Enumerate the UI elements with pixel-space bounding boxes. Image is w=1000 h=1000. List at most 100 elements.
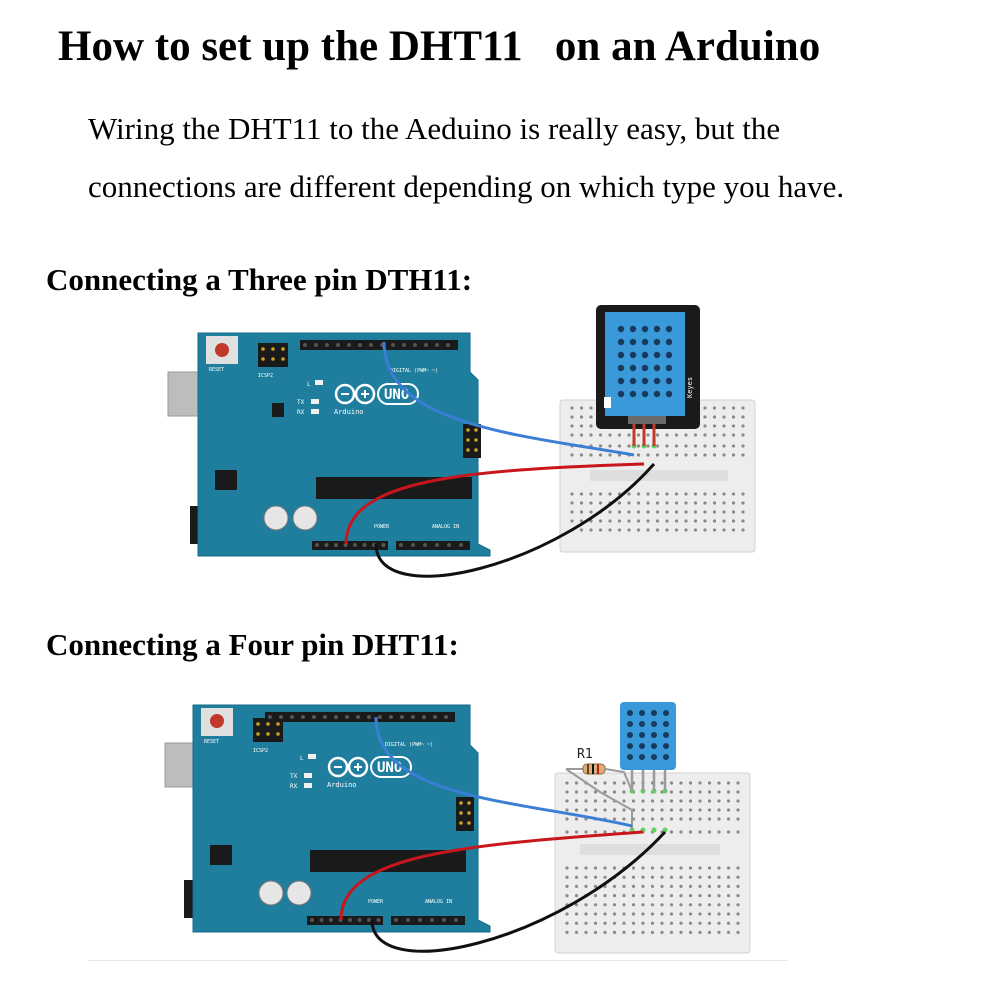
hole	[736, 866, 740, 870]
breadboard	[554, 772, 751, 954]
three-pin-heading: Connecting a Three pin DTH11:	[46, 262, 473, 297]
hole	[684, 510, 688, 514]
hole	[712, 528, 717, 532]
hole	[593, 930, 598, 935]
hole	[731, 415, 736, 419]
bottom-divider	[88, 960, 788, 961]
hole	[679, 903, 683, 907]
hole	[636, 510, 641, 514]
hole	[712, 415, 717, 419]
hole	[717, 930, 721, 935]
hole	[584, 903, 588, 907]
hole	[707, 884, 712, 889]
hole	[598, 501, 603, 505]
hole	[467, 801, 471, 805]
hole	[688, 912, 693, 916]
hole	[629, 390, 637, 398]
hole	[722, 453, 726, 457]
hole	[579, 453, 584, 457]
hole	[603, 808, 607, 812]
capacitor	[292, 505, 318, 531]
hole	[653, 377, 661, 385]
hole	[391, 343, 395, 347]
hole	[665, 453, 669, 457]
hole	[627, 732, 633, 738]
hole	[736, 884, 740, 889]
analog-label: ANALOG IN	[432, 524, 459, 530]
hole	[722, 528, 726, 532]
hole	[665, 444, 669, 448]
hole	[679, 894, 683, 898]
hole	[617, 338, 625, 346]
hole	[698, 808, 702, 812]
hole	[612, 884, 617, 889]
hole	[589, 415, 593, 419]
hole	[679, 781, 683, 785]
hole	[574, 830, 579, 834]
reset-label: RESET	[209, 367, 224, 373]
hole	[703, 406, 707, 410]
hole	[430, 918, 434, 922]
hole	[329, 918, 333, 922]
hole	[303, 343, 307, 347]
four-pin-heading: Connecting a Four pin DHT11:	[46, 627, 459, 662]
hole	[679, 930, 683, 935]
digital-label: DIGITAL (PWM~ ~)	[385, 742, 433, 748]
hole	[641, 808, 645, 812]
hole	[565, 866, 569, 870]
hole	[256, 732, 260, 736]
hole	[641, 930, 645, 935]
hole	[622, 930, 626, 935]
hole	[646, 444, 650, 448]
hole	[641, 903, 645, 907]
hole	[402, 343, 406, 347]
hole	[674, 501, 679, 505]
hole	[584, 830, 588, 834]
hole	[579, 406, 584, 410]
hole	[570, 406, 574, 410]
hole	[726, 790, 731, 794]
hole	[593, 921, 598, 925]
hole	[736, 875, 740, 879]
hole	[684, 444, 688, 448]
hole	[584, 921, 588, 925]
hole	[679, 875, 683, 879]
hole	[641, 390, 649, 398]
hole	[629, 364, 637, 372]
hole	[631, 903, 636, 907]
hole	[593, 894, 598, 898]
hole	[617, 433, 622, 437]
hole	[608, 519, 612, 523]
hole	[684, 528, 688, 532]
hole	[603, 790, 607, 794]
hole	[627, 743, 633, 749]
hole	[636, 444, 641, 448]
hole	[731, 406, 736, 410]
hole	[612, 912, 617, 916]
hole	[660, 781, 664, 785]
hole	[741, 415, 745, 419]
hole	[698, 930, 702, 935]
hole	[636, 501, 641, 505]
hole	[261, 347, 265, 351]
hole	[717, 830, 721, 834]
hole	[608, 433, 612, 437]
hole	[612, 903, 617, 907]
hole	[565, 830, 569, 834]
hole	[650, 894, 655, 898]
hole	[627, 721, 633, 727]
hole	[731, 510, 736, 514]
voltage-regulator	[215, 470, 237, 490]
hole	[622, 894, 626, 898]
hole	[712, 510, 717, 514]
hole	[731, 528, 736, 532]
hole	[726, 830, 731, 834]
hole	[422, 715, 426, 719]
hole	[603, 830, 607, 834]
power-label: POWER	[368, 899, 384, 905]
hole	[712, 492, 717, 496]
hole	[641, 338, 649, 346]
hole	[698, 921, 702, 925]
hole	[655, 501, 660, 505]
hole	[650, 866, 655, 870]
